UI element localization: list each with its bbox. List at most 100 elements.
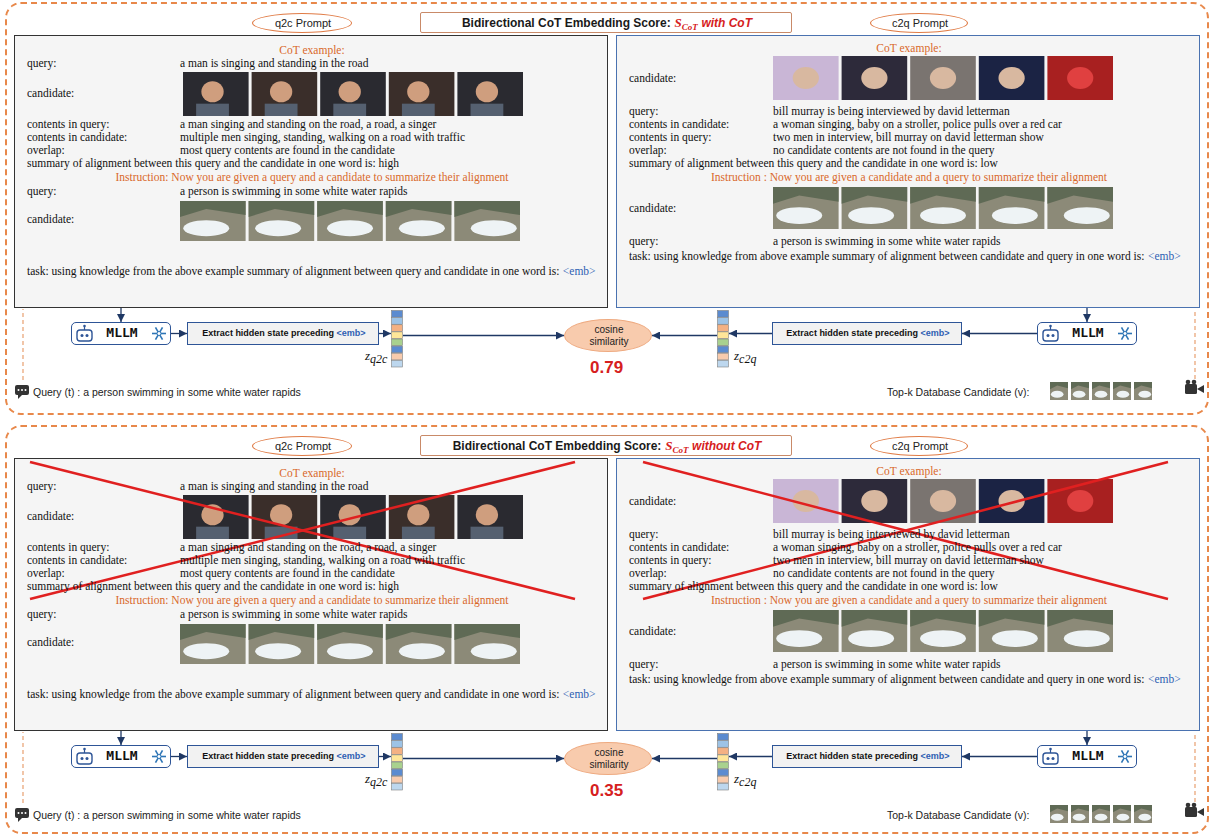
arrow-connector [379,756,391,757]
body [402,104,435,116]
rock [249,201,315,217]
frame-bg [773,187,839,229]
video-frame [317,201,383,241]
body [333,527,366,539]
face [339,81,361,102]
text-line: query: [27,185,56,198]
text-line: candidate: [27,510,74,523]
frame-bg [389,72,455,116]
text-line: a man is singing and standing in the roa… [180,57,368,70]
snowflake-icon [152,750,166,762]
rock [1050,805,1068,812]
vector-cell [718,311,729,318]
vector-cell [392,318,403,325]
text-line: contents in query: [27,541,109,554]
vector-cell [718,353,729,360]
text-line: Extract hidden state preceding<emb> [786,750,949,763]
body [402,527,435,539]
white-water [255,643,301,659]
text: two men in interview, bill murray on dav… [773,554,1044,566]
text: summary of alignment between this query … [629,157,998,169]
text: q2c Prompt [275,17,331,29]
video-frame [183,72,249,116]
white-water [1117,814,1130,821]
text-line: CoT example: [876,42,941,55]
text-line: Instruction: Now you are given a query a… [115,171,508,184]
text-line: contents in candidate: [629,118,729,131]
text-line: bill murray is being interviewed by davi… [773,105,1010,118]
text: summary of alignment between this query … [629,580,998,592]
body [196,104,229,116]
text: summary of alignment between this query … [27,580,399,592]
text: a person is swimming in some white water… [773,658,1000,670]
video-frame [910,187,976,229]
robot-icon [1043,325,1058,341]
text-line: query: [27,480,56,493]
rock [773,187,839,204]
prompt-oval: c2q Prompt [870,13,968,33]
frame-bg [979,479,1045,523]
text-line: multiple men singing, standing, walking … [180,131,465,144]
vector-cell [718,755,729,762]
text: c2q Prompt [892,17,948,29]
video-frame [386,201,452,241]
rock [386,624,452,640]
text-line: q2c Prompt [275,17,331,30]
text: contents in query: [629,554,711,566]
body [196,527,229,539]
rock [180,201,246,217]
white-water [399,643,445,659]
white-water [471,643,517,659]
white-water [183,220,229,236]
white-water [920,630,966,647]
text-line: two men in interview, bill murray on dav… [773,131,1044,144]
video-frame [386,624,452,664]
dashed-panel: Query (t) : a person swimming in some wh… [5,2,1209,415]
video-frame [1047,610,1113,652]
mllm-box: MLLM [1037,322,1137,345]
text: c2q [739,775,756,789]
text: a woman singing, baby on a stroller, pol… [773,541,1062,553]
video-frame [773,56,839,100]
text: <emb> [1148,673,1181,685]
vector-cell [392,311,403,318]
face [270,81,292,102]
white-water [471,220,517,236]
text: a man singing and standing on the road, … [180,118,436,130]
vector-cell [392,783,403,790]
text: candidate: [629,72,676,84]
text-line: Instruction : Now you are given a candid… [711,171,1107,184]
text: c2q [739,352,756,366]
frame-bg [457,72,523,116]
figure [1067,490,1093,512]
text: task: using knowledge from above example… [629,250,1144,262]
vector-cell [718,332,729,339]
text: no candidate contents are not found in t… [773,144,995,156]
similarity-oval: cosine similarity [564,319,652,352]
text: Instruction: Now you are given a query a… [115,594,508,606]
text-line: c2q Prompt [892,440,948,453]
video-frame [773,610,839,652]
frame-bg [910,56,976,100]
robot-icon [77,325,92,341]
rock [910,610,976,627]
frame-bg [910,610,976,652]
arrow-connector [962,333,1037,334]
text: z [365,771,370,786]
frame-bg [910,187,976,229]
figure [793,67,819,89]
cross-out-line [643,462,1168,599]
cross-out-line [30,462,575,599]
prompt-box: CoT example:query:a man is singing and s… [14,35,608,308]
text: candidate: [629,495,676,507]
rock [1113,382,1131,389]
arrow-connector [652,335,717,336]
text: CoT example: [876,465,941,477]
frame-bg [910,479,976,523]
text: no candidate contents are not found in t… [773,567,995,579]
arrow-connector [403,335,564,336]
text-line: contents in query: [629,554,711,567]
vector-cell [718,346,729,353]
text-line: Top-k Database Candidate (v): [887,384,1029,398]
text-line: a man is singing and standing in the roa… [180,480,368,493]
